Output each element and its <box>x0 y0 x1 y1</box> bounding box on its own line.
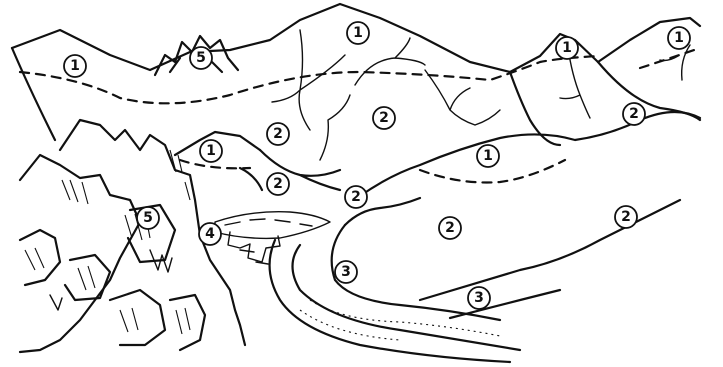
svg-text:2: 2 <box>351 189 361 205</box>
zone-label-z4: 4 <box>199 223 221 245</box>
zone-label-z1-summit-right-a: 1 <box>556 37 578 59</box>
svg-text:3: 3 <box>341 264 351 280</box>
left-slope-edge <box>12 48 55 140</box>
village-cluster <box>215 212 330 264</box>
svg-text:1: 1 <box>674 30 684 46</box>
stream-far-right <box>660 45 690 80</box>
zone-label-z2-c: 2 <box>623 103 645 125</box>
foreground-spur <box>360 112 700 196</box>
svg-text:5: 5 <box>143 210 153 226</box>
zone-label-z2-a: 2 <box>267 123 289 145</box>
zone-label-z1-mid-left: 1 <box>200 140 222 162</box>
zone-label-z2-e: 2 <box>345 186 367 208</box>
zone-label-z2-b: 2 <box>373 107 395 129</box>
zone-label-z1-summit-center: 1 <box>347 22 369 44</box>
svg-text:1: 1 <box>206 143 216 159</box>
terrace-lines-right <box>420 200 680 318</box>
svg-text:2: 2 <box>445 220 455 236</box>
svg-text:2: 2 <box>273 176 283 192</box>
zone-label-z5-cliff: 5 <box>137 207 159 229</box>
zone-label-z1-mid-right: 1 <box>477 145 499 167</box>
zone-label-z5-peak: 5 <box>190 47 212 69</box>
valley-lines <box>240 150 340 190</box>
svg-text:1: 1 <box>562 40 572 56</box>
svg-text:1: 1 <box>483 148 493 164</box>
svg-text:3: 3 <box>474 290 484 306</box>
zone-label-z3-a: 3 <box>335 261 357 283</box>
svg-text:2: 2 <box>629 106 639 122</box>
svg-text:2: 2 <box>273 126 283 142</box>
svg-text:2: 2 <box>379 110 389 126</box>
stream-network-a <box>272 30 425 160</box>
zone-label-z2-d: 2 <box>267 173 289 195</box>
svg-text:2: 2 <box>621 209 631 225</box>
zone-label-z2-f: 2 <box>439 217 461 239</box>
zone-label-z2-g: 2 <box>615 206 637 228</box>
zone-label-z1-summit-left: 1 <box>64 55 86 77</box>
svg-text:1: 1 <box>70 58 80 74</box>
svg-text:4: 4 <box>205 226 215 242</box>
svg-text:1: 1 <box>353 25 363 41</box>
snowline-dashed-right <box>640 48 700 68</box>
svg-text:5: 5 <box>196 50 206 66</box>
zone-label-z3-b: 3 <box>468 287 490 309</box>
zone-label-z1-summit-right-b: 1 <box>668 27 690 49</box>
